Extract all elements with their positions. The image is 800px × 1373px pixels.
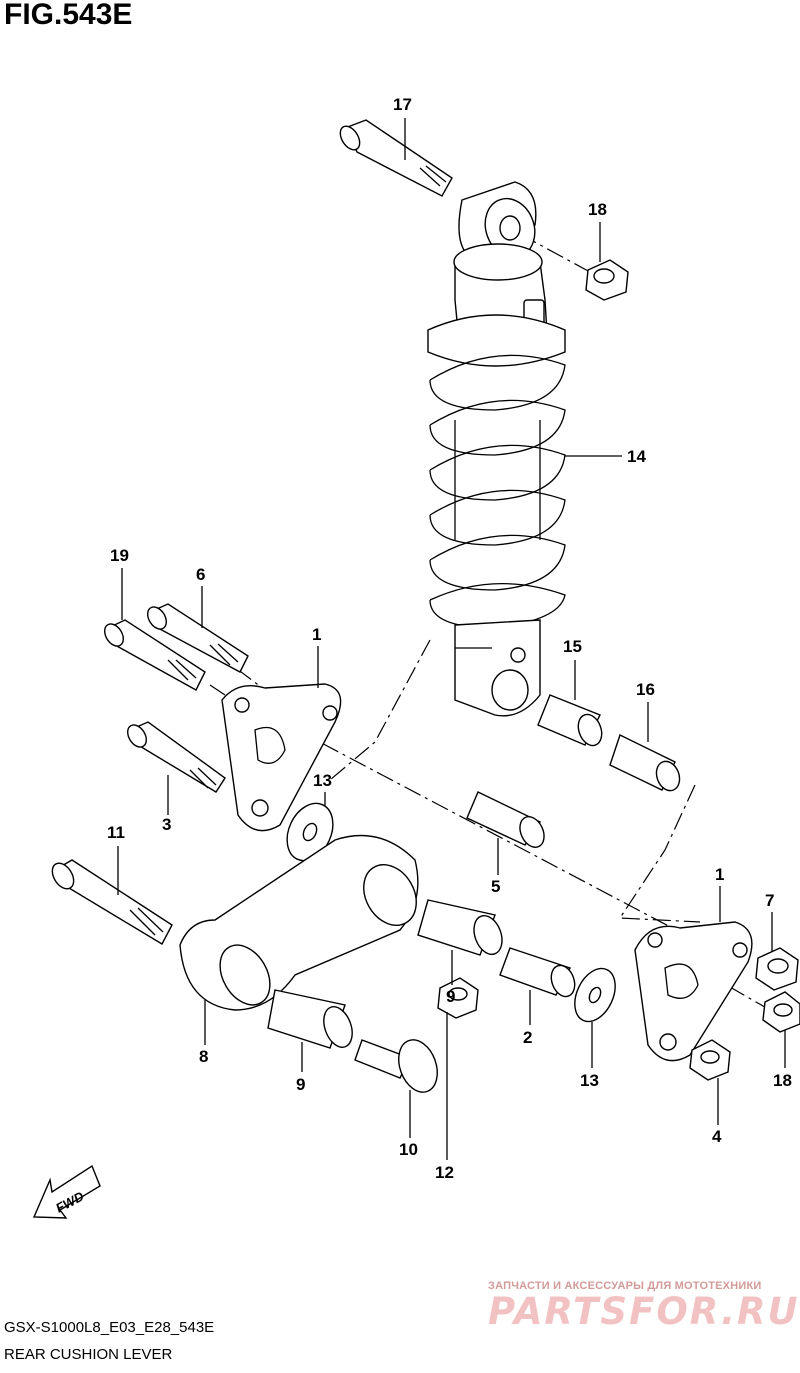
figure-code: GSX-S1000L8_E03_E28_543E	[4, 1319, 215, 1336]
watermark-tagline: ЗАПЧАСТИ И АКСЕССУАРЫ ДЛЯ МОТОТЕХНИКИ	[488, 1280, 762, 1292]
callout-1-left: 1	[312, 625, 321, 644]
callout-8: 8	[199, 1047, 208, 1066]
bearing-9-top	[417, 899, 503, 956]
bolt-17	[339, 119, 453, 197]
callout-16: 16	[636, 680, 655, 699]
washer-13-left	[286, 802, 334, 862]
collar-2	[499, 947, 576, 998]
figure-title: FIG.543E	[4, 0, 133, 31]
callout-9-top: 9	[446, 987, 455, 1006]
leader-lines	[117, 118, 786, 1160]
nut-18-top	[585, 259, 629, 301]
callout-11: 11	[107, 823, 125, 842]
fwd-arrow-icon: FWD	[32, 1164, 101, 1219]
callout-4: 4	[712, 1127, 722, 1146]
callout-18-top: 18	[588, 200, 607, 219]
cushion-lever-8	[179, 834, 419, 1011]
nut-18-bottom	[762, 991, 800, 1033]
bolt-3	[127, 721, 226, 793]
nut-7	[755, 947, 799, 991]
bearing-9-bottom	[267, 989, 353, 1049]
callout-1-right: 1	[715, 865, 724, 884]
nut-4	[689, 1039, 731, 1081]
shock-absorber-14	[427, 181, 566, 717]
watermark-logo: PARTSFOR.RU	[488, 1290, 800, 1333]
cushion-rod-1-left	[221, 683, 342, 832]
collar-10	[354, 1039, 438, 1093]
collar-5	[466, 791, 545, 848]
callout-10: 10	[399, 1140, 418, 1159]
callout-19: 19	[110, 546, 129, 565]
callout-7: 7	[765, 891, 774, 910]
bolt-11	[51, 859, 173, 945]
bolt-19	[104, 619, 206, 691]
cushion-rod-1-right	[634, 921, 753, 1062]
figure-subtitle: REAR CUSHION LEVER	[4, 1346, 173, 1363]
spacer-16	[609, 734, 681, 792]
callout-14: 14	[627, 447, 646, 466]
washer-13-right	[574, 967, 616, 1023]
callout-13-right: 13	[580, 1071, 599, 1090]
callout-6: 6	[196, 565, 205, 584]
callout-13-left: 13	[313, 771, 332, 790]
callout-5: 5	[491, 877, 500, 896]
bolt-6	[147, 603, 249, 673]
callout-2: 2	[523, 1028, 532, 1047]
callout-labels: 17 18 14 19 6 1 15 16 13 3 11 5 1 7 9 2 …	[107, 95, 792, 1182]
callout-12: 12	[435, 1163, 454, 1182]
callout-17: 17	[393, 95, 412, 114]
callout-3: 3	[162, 815, 171, 834]
bushing-15	[537, 694, 603, 747]
callout-15: 15	[563, 637, 582, 656]
callout-18-bottom: 18	[773, 1071, 792, 1090]
nut-12	[437, 977, 479, 1019]
callout-9-bottom: 9	[296, 1075, 305, 1094]
